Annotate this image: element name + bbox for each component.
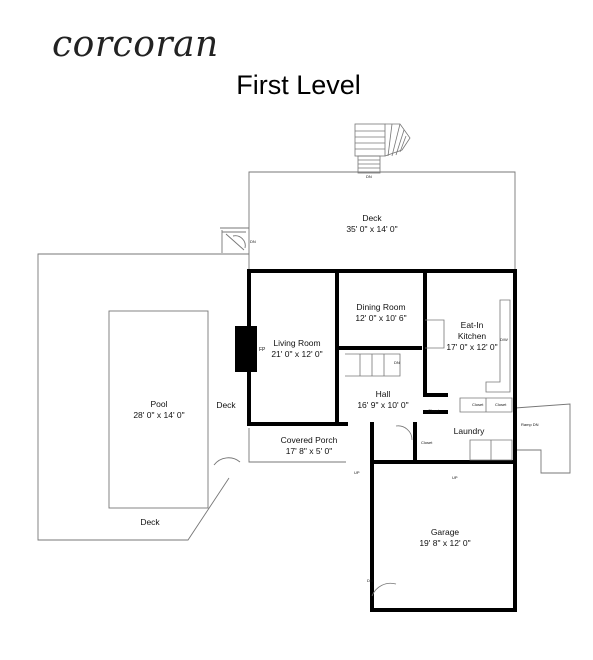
deck-side-name: Deck (216, 400, 236, 410)
garage-name: Garage (431, 527, 460, 537)
hall-dims: 16' 9" x 10' 0" (357, 400, 408, 410)
kitchen-name-2: Kitchen (458, 331, 487, 341)
pool-name: Pool (150, 399, 167, 409)
kitchen-name-1: Eat-In (461, 320, 484, 330)
hall-stairs (345, 353, 401, 377)
porch-outline (248, 428, 346, 463)
dn-label-garage: DN (367, 578, 373, 583)
laundry-name: Laundry (454, 426, 485, 436)
pool-deck-outline (37, 253, 249, 541)
deck-top-dims: 35' 0" x 14' 0" (346, 224, 397, 234)
kitchen-dims: 17' 0" x 12' 0" (446, 342, 497, 352)
deck-top-name: Deck (362, 213, 382, 223)
ramp-outline (514, 403, 571, 474)
brand-logo: corcoran (52, 24, 219, 65)
living-room-dims: 21' 0" x 12' 0" (271, 349, 322, 359)
hall-name: Hall (376, 389, 391, 399)
laundry-machines (469, 439, 513, 461)
dn-label-side: DN (250, 239, 256, 244)
top-stairs (354, 123, 411, 174)
side-stairs (220, 227, 249, 253)
closet-label-2: Closet (421, 440, 433, 445)
porch-dims: 17' 8" x 5' 0" (286, 446, 333, 456)
dn-label-top: DN (366, 174, 372, 179)
dw-label: D/W (500, 337, 508, 342)
porch-name: Covered Porch (281, 435, 338, 445)
deck-door-arc (213, 457, 241, 466)
dining-closet (425, 319, 445, 349)
garage-dims: 19' 8" x 12' 0" (419, 538, 470, 548)
closet-label-4: Closet (495, 402, 507, 407)
pool-outline (108, 310, 209, 509)
dining-room-name: Dining Room (356, 302, 405, 312)
hall-door-arc (395, 425, 413, 441)
garage-door-arc (371, 582, 397, 597)
ramp-label: Ramp DN (521, 422, 539, 427)
kitchen-counter (485, 299, 511, 393)
laundry-closets (459, 397, 513, 413)
pool-dims: 28' 0" x 14' 0" (133, 410, 184, 420)
page-title: First Level (236, 70, 361, 100)
deck-bottom-name: Deck (140, 517, 160, 527)
deck-top-outline (248, 171, 516, 271)
closet-label-1: Closet (428, 408, 440, 413)
closet-label-3: Closet (472, 402, 484, 407)
up-label-porch: UP (354, 470, 360, 475)
walls (247, 269, 517, 612)
fireplace-label: FP (259, 347, 266, 353)
dining-room-dims: 12' 0" x 10' 6" (355, 313, 406, 323)
fireplace (235, 326, 257, 372)
up-label-garage: UP (452, 475, 458, 480)
dn-label-hall: DN (394, 360, 400, 365)
living-room-name: Living Room (273, 338, 320, 348)
